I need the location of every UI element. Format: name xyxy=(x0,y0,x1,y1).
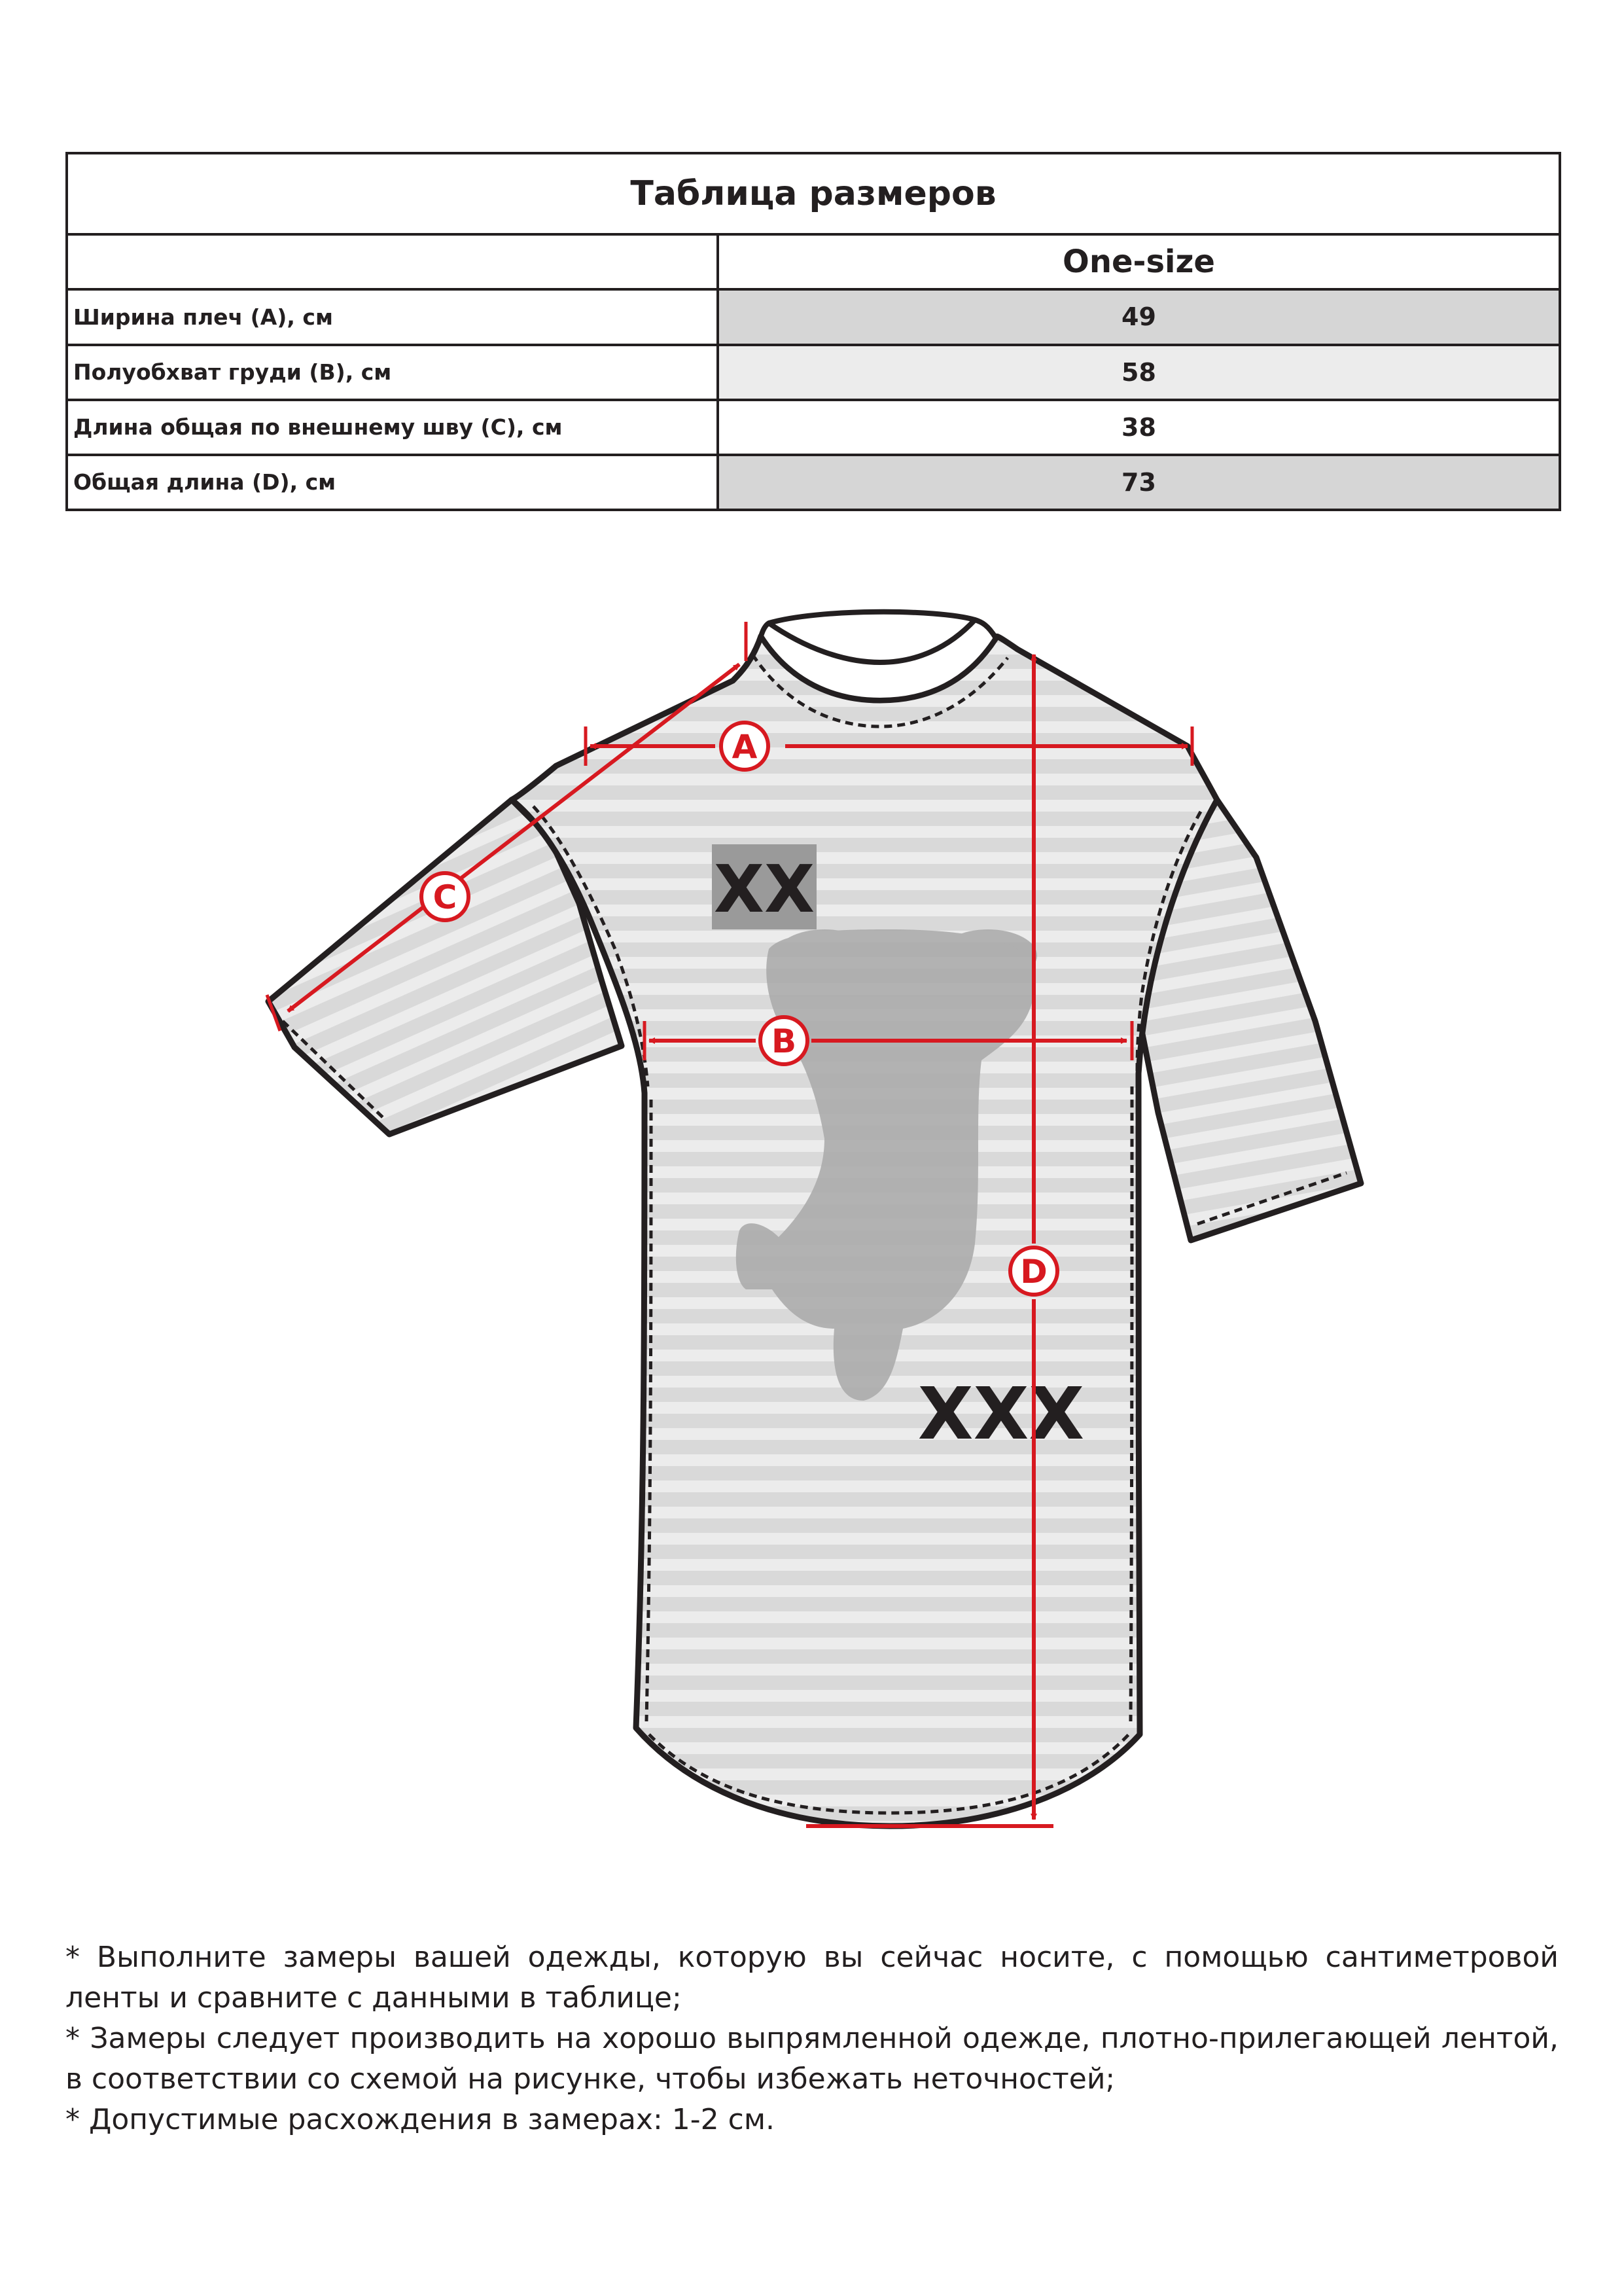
measure-d: D xyxy=(806,654,1059,1828)
print-small-text: XX xyxy=(714,851,815,927)
table-header-empty xyxy=(65,233,719,291)
row-value-chest: 58 xyxy=(716,343,1561,401)
row-value-total-length: 73 xyxy=(716,453,1561,512)
row-value-shoulder-width: 49 xyxy=(716,288,1561,346)
measure-b: B xyxy=(643,1015,1134,1066)
measurement-notes: * Выполните замеры вашей одежды, которую… xyxy=(65,1937,1559,2140)
row-label-shoulder-width: Ширина плеч (А), см xyxy=(65,288,719,346)
table-row: Полуобхват груди (В), см 58 xyxy=(65,343,1561,401)
right-cuff-stitch xyxy=(1197,1171,1347,1226)
garment-diagram: XX XXX A C B D xyxy=(265,609,1364,1829)
size-column-header: One-size xyxy=(716,233,1561,291)
marker-c-label: C xyxy=(433,878,457,916)
collar-stitch xyxy=(750,653,1009,728)
marker-c xyxy=(419,871,470,922)
left-side-stitch xyxy=(644,1099,653,1722)
table-row: Общая длина (D), см 73 xyxy=(65,453,1561,512)
marker-a-label: A xyxy=(732,728,758,766)
table-row: Длина общая по внешнему шву (С), см 38 xyxy=(65,398,1561,456)
row-value-sleeve-length: 38 xyxy=(716,398,1561,456)
note-measure: * Выполните замеры вашей одежды, которую… xyxy=(65,1941,1559,2015)
marker-d xyxy=(1008,1246,1059,1297)
row-label-chest: Полуобхват груди (В), см xyxy=(65,343,719,401)
right-side-stitch xyxy=(1129,1086,1134,1722)
table-title: Таблица размеров xyxy=(65,151,1561,236)
marker-b xyxy=(758,1015,809,1066)
right-armhole-stitch xyxy=(1135,810,1203,1074)
row-label-sleeve-length: Длина общая по внешнему шву (С), см xyxy=(65,398,719,456)
note-method: * Замеры следует производить на хорошо в… xyxy=(65,2022,1559,2096)
print-silhouette xyxy=(735,929,1037,1401)
print-large-text: XXX xyxy=(918,1372,1084,1456)
note-tolerance: * Допустимые расхождения в замерах: 1-2 … xyxy=(65,2103,775,2136)
left-cuff-stitch xyxy=(281,1020,387,1122)
measure-c: C xyxy=(265,622,748,1031)
size-table: Таблица размеров One-size Ширина плеч (А… xyxy=(65,151,1561,512)
marker-d-label: D xyxy=(1020,1253,1048,1291)
collar xyxy=(758,617,998,703)
row-label-total-length: Общая длина (D), см xyxy=(65,453,719,512)
neckline-top xyxy=(768,609,976,626)
table-row: Ширина плеч (А), см 49 xyxy=(65,288,1561,346)
marker-b-label: B xyxy=(771,1022,796,1060)
